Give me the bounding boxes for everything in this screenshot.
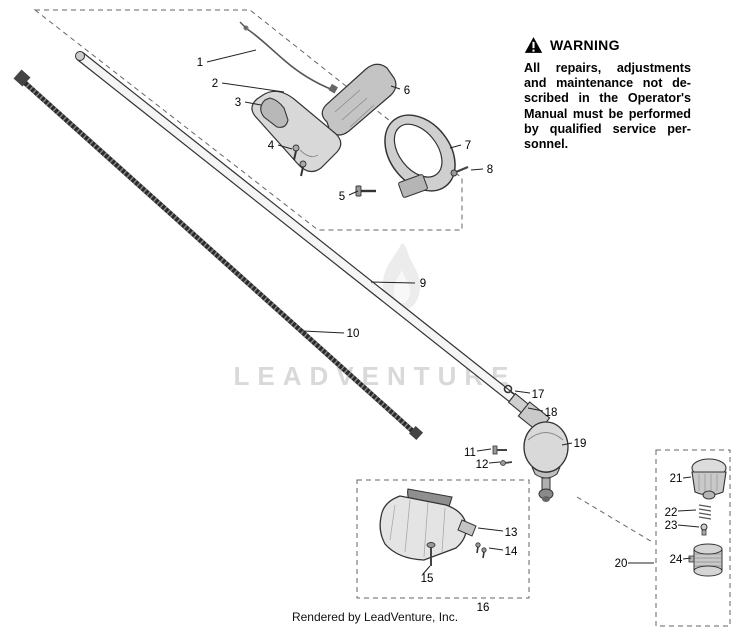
callout-9: 9 <box>420 278 426 290</box>
callout-19: 19 <box>574 438 587 450</box>
warning-line: Manual must be performed <box>524 106 691 121</box>
callout-15: 15 <box>421 573 434 585</box>
guard-bolt <box>426 542 436 566</box>
gearhead-screws <box>492 445 513 466</box>
shield-guard <box>379 488 477 561</box>
callout-10: 10 <box>347 328 360 340</box>
warning-line: by qualified service per- <box>524 121 691 136</box>
callout-8: 8 <box>487 164 493 176</box>
loop-handle-screw <box>450 165 469 177</box>
callout-16: 16 <box>477 602 490 614</box>
warning-line: scribed in the Operator's <box>524 91 691 106</box>
watermark: LEADVENTURE <box>233 243 516 391</box>
flexible-drive-shaft <box>13 69 424 441</box>
callout-20: 20 <box>615 558 628 570</box>
callout-1: 1 <box>197 57 203 69</box>
handle-bolt <box>355 185 376 197</box>
trimmer-head-assembly <box>691 458 727 500</box>
callout-5: 5 <box>339 191 345 203</box>
head-group-dashed-connector <box>576 496 655 544</box>
eyelet <box>700 523 708 536</box>
callout-24: 24 <box>670 554 683 566</box>
upper-assembly-dashed-outline <box>33 9 463 231</box>
gearhead <box>517 401 569 502</box>
spring <box>698 504 712 520</box>
warning-icon <box>524 37 543 53</box>
callout-labels: 1 2 3 4 5 6 7 8 9 10 11 12 13 14 15 16 1… <box>197 57 683 614</box>
handle-screws <box>292 144 307 177</box>
warning-header: WARNING <box>524 36 691 54</box>
guard-screws <box>475 542 487 559</box>
warning-text: All repairs, adjustments and maintenance… <box>524 61 691 152</box>
warning-line: and maintenance not de- <box>524 76 691 91</box>
callout-2: 2 <box>212 78 218 90</box>
callout-18: 18 <box>545 407 558 419</box>
guard-group-dashed-box <box>356 479 530 599</box>
watermark-text: LEADVENTURE <box>233 361 516 391</box>
callout-7: 7 <box>465 140 471 152</box>
spool <box>688 543 723 577</box>
callout-14: 14 <box>505 546 518 558</box>
throttle-trigger <box>260 97 289 128</box>
callout-3: 3 <box>235 97 241 109</box>
warning-box: WARNING All repairs, adjustments and mai… <box>524 36 691 152</box>
rendered-by-footer: Rendered by LeadVenture, Inc. <box>291 610 459 624</box>
callout-13: 13 <box>505 527 518 539</box>
handle-half-right <box>321 63 397 136</box>
callout-12: 12 <box>476 459 489 471</box>
throttle-cable <box>239 21 338 94</box>
trimmer-head-dashed-box <box>655 449 731 627</box>
callout-11: 11 <box>464 447 476 459</box>
callout-6: 6 <box>404 85 410 97</box>
callout-22: 22 <box>665 507 678 519</box>
callout-21: 21 <box>670 473 683 485</box>
warning-line: sonnel. <box>524 137 569 152</box>
callout-4: 4 <box>268 140 275 152</box>
warning-line: All repairs, adjustments <box>524 61 691 75</box>
loop-handle <box>384 114 456 198</box>
callout-leader-lines <box>206 49 700 575</box>
callout-17: 17 <box>532 389 545 401</box>
callout-23: 23 <box>665 520 678 532</box>
warning-title: WARNING <box>550 37 620 53</box>
